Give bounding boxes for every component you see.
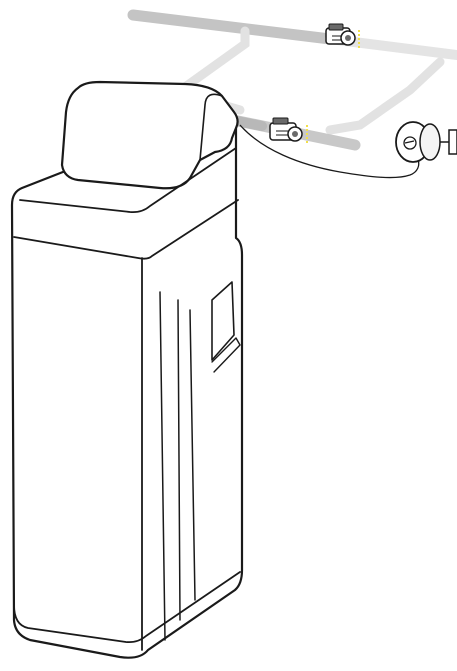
softener-body [12,108,242,658]
lower-valve [270,118,307,145]
upper-main-pipe [133,15,330,39]
power-adapter [396,122,457,162]
water-softener [12,82,242,658]
loop-right-leg [330,62,440,130]
